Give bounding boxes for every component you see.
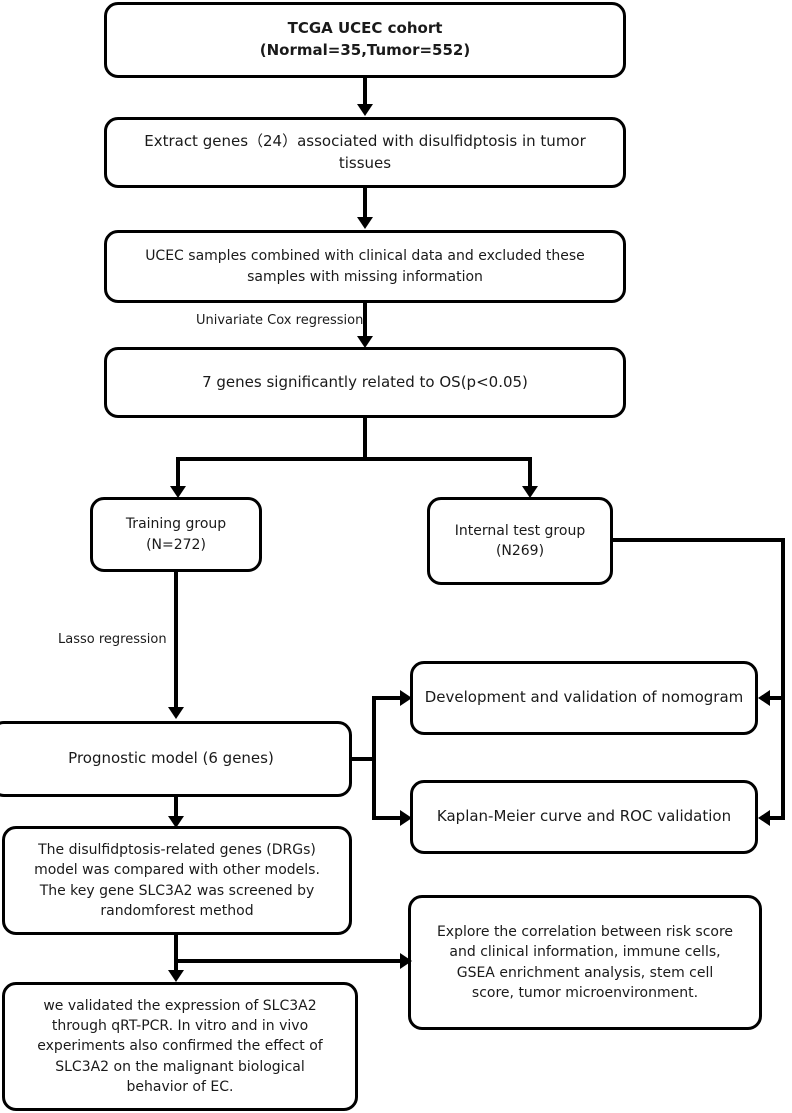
node-label: we validated the expression of SLC3A2 th… [37,997,323,1095]
connector-prognostic-right [352,757,376,761]
connector-drg-to-explore [174,959,404,963]
node-label: UCEC samples combined with clinical data… [145,248,585,285]
node-label: Development and validation of nomogram [424,688,744,707]
connector-split-to-kmroc [372,816,404,820]
connector-prognostic-split-vertical [372,696,376,820]
connector-internaltest-right [613,538,785,542]
arrowhead-training-to-prognostic [168,707,184,719]
edge-label-univariate-cox: Univariate Cox regression [196,313,364,328]
node-label: Extract genes（24）associated with disulfi… [144,131,586,172]
connector-training-to-prognostic [174,572,178,709]
node-label: Kaplan-Meier curve and ROC validation [436,807,732,826]
connector-drg-stem [174,935,178,975]
node-training-group: Training group (N=272) [90,497,262,572]
connector-cohort-to-extract [363,78,367,106]
node-label: Explore the correlation between risk sco… [436,923,734,1001]
arrowhead-drg-to-validation [168,970,184,982]
node-clinical-combine: UCEC samples combined with clinical data… [104,230,626,303]
connector-sevengenes-stem [363,418,367,459]
node-internal-test-group: Internal test group (N269) [427,497,613,585]
connector-split-left-branch [176,457,180,489]
node-label: The disulfidptosis-related genes (DRGs) … [34,841,320,919]
arrowhead-split-to-kmroc [400,810,412,826]
arrowhead-prognostic-to-drg [168,816,184,828]
node-label: Training group (N=272) [125,516,227,553]
node-explore-correlation: Explore the correlation between risk sco… [408,895,762,1030]
arrowhead-extract-to-clinical [357,217,373,229]
connector-split-right-branch [528,457,532,489]
node-label: TCGA UCEC cohort (Normal=35,Tumor=552) [259,19,471,59]
node-label: Internal test group (N269) [454,522,586,559]
arrowhead-rail-to-kmroc [758,810,770,826]
connector-rail-to-kmroc [770,816,785,820]
connector-extract-to-clinical [363,188,367,219]
node-tcga-ucec-cohort: TCGA UCEC cohort (Normal=35,Tumor=552) [104,2,626,78]
arrowhead-cohort-to-extract [357,104,373,116]
node-km-roc: Kaplan-Meier curve and ROC validation [410,780,758,854]
arrowhead-to-training-group [170,486,186,498]
connector-prognostic-to-drg [174,797,178,820]
node-nomogram: Development and validation of nomogram [410,661,758,735]
connector-split-to-nomogram [372,696,404,700]
node-drg-model: The disulfidptosis-related genes (DRGs) … [2,826,352,935]
node-label: 7 genes significantly related to OS(p<0.… [202,372,528,391]
arrowhead-clinical-to-sevengenes [357,336,373,348]
connector-right-rail-vertical [781,538,785,820]
arrowhead-to-internal-test-group [522,486,538,498]
arrowhead-rail-to-nomogram [758,690,770,706]
connector-rail-to-nomogram [770,696,785,700]
node-validation-experiments: we validated the expression of SLC3A2 th… [2,982,358,1111]
node-seven-genes: 7 genes significantly related to OS(p<0.… [104,347,626,418]
arrowhead-split-to-nomogram [400,690,412,706]
node-prognostic-model: Prognostic model (6 genes) [0,721,352,797]
connector-clinical-to-sevengenes [363,303,367,339]
node-label: Prognostic model (6 genes) [68,749,274,768]
node-extract-genes: Extract genes（24）associated with disulfi… [104,117,626,188]
edge-label-lasso-regression: Lasso regression [58,632,167,647]
arrowhead-drg-to-explore [400,953,412,969]
connector-split-horizontal [176,457,532,461]
